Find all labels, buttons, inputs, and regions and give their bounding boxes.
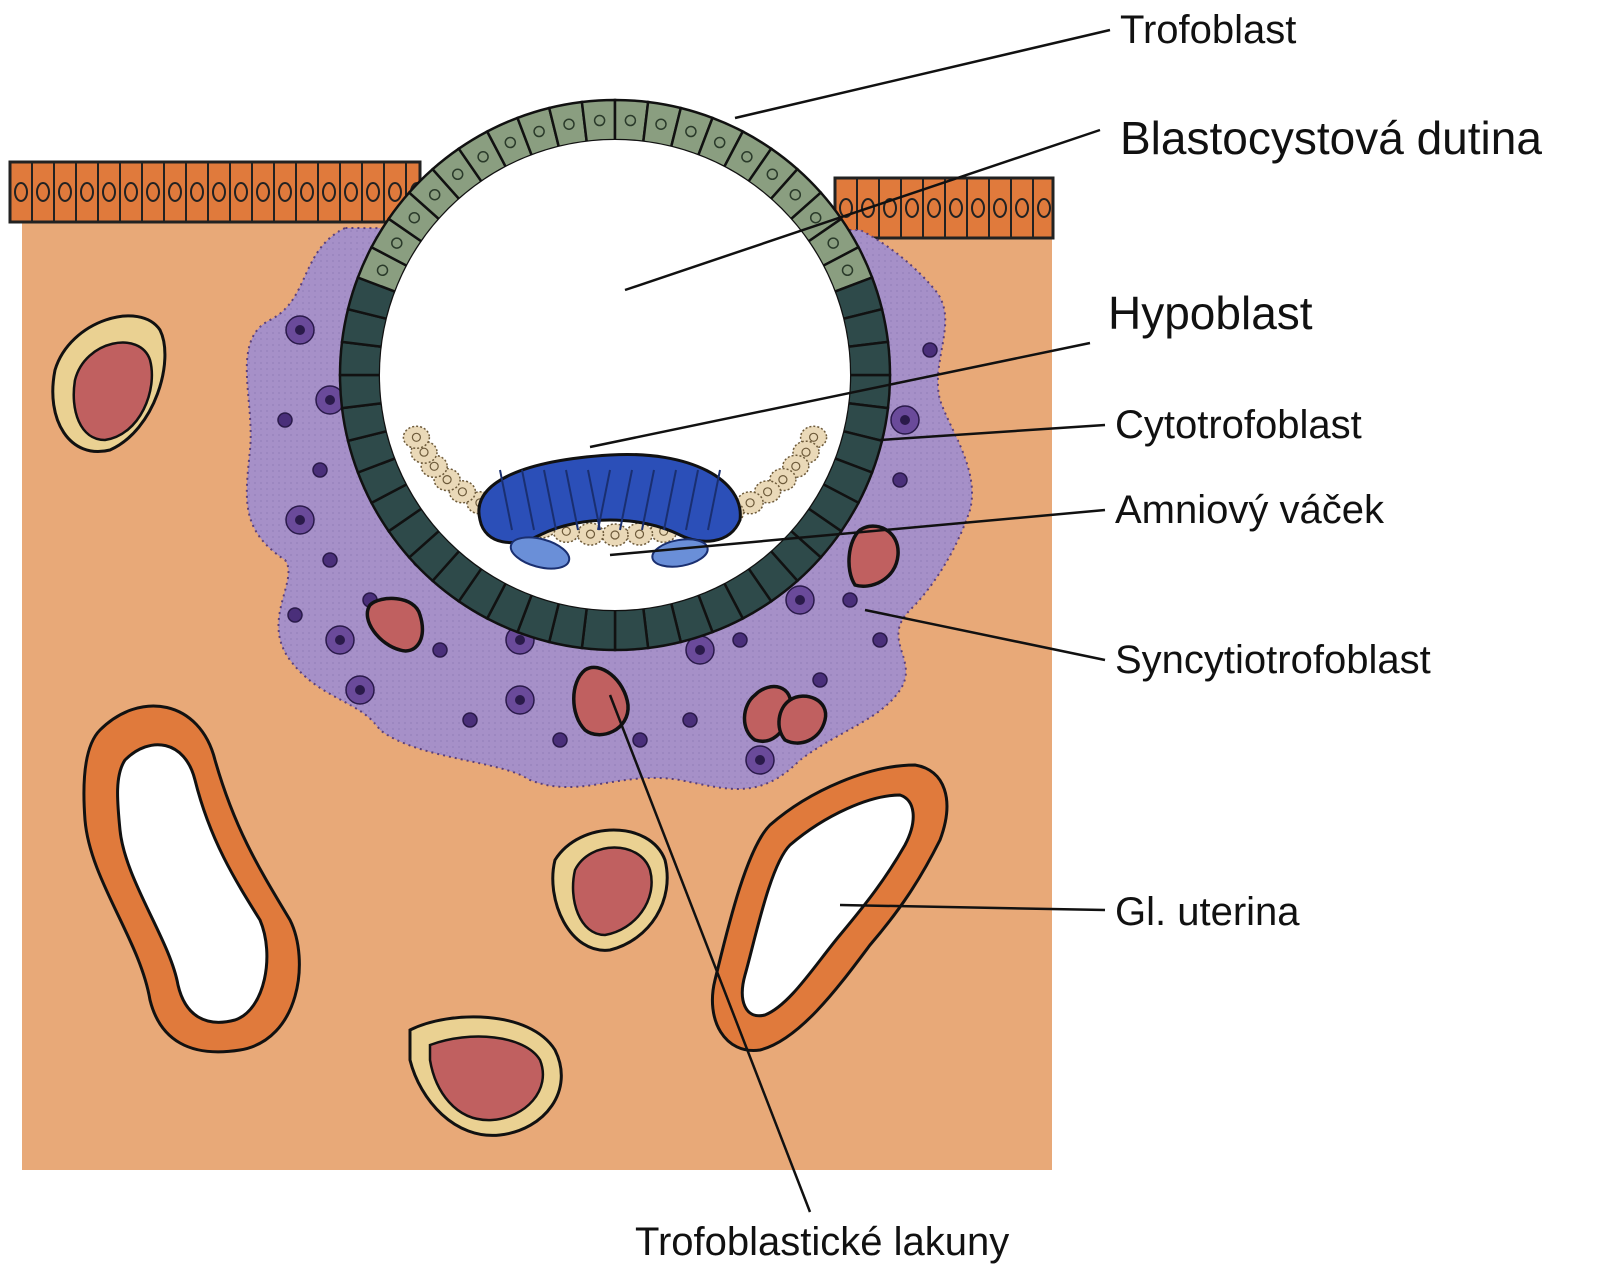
label-hypoblast: Hypoblast [1108,290,1313,336]
label-trofoblast: Trofoblast [1120,10,1296,50]
surface-epithelium-left [10,162,423,222]
label-blastocystova-dutina: Blastocystová dutina [1120,115,1542,161]
label-trofoblasticke-lakuny: Trofoblastické lakuny [635,1222,1009,1262]
label-amniovy-vacek: Amniový váček [1115,490,1384,530]
leader-trofoblast [735,30,1110,118]
label-cytotrofoblast: Cytotrofoblast [1115,405,1362,445]
label-gl-uterina: Gl. uterina [1115,892,1300,932]
label-syncytiotrofoblast: Syncytiotrofoblast [1115,640,1431,680]
